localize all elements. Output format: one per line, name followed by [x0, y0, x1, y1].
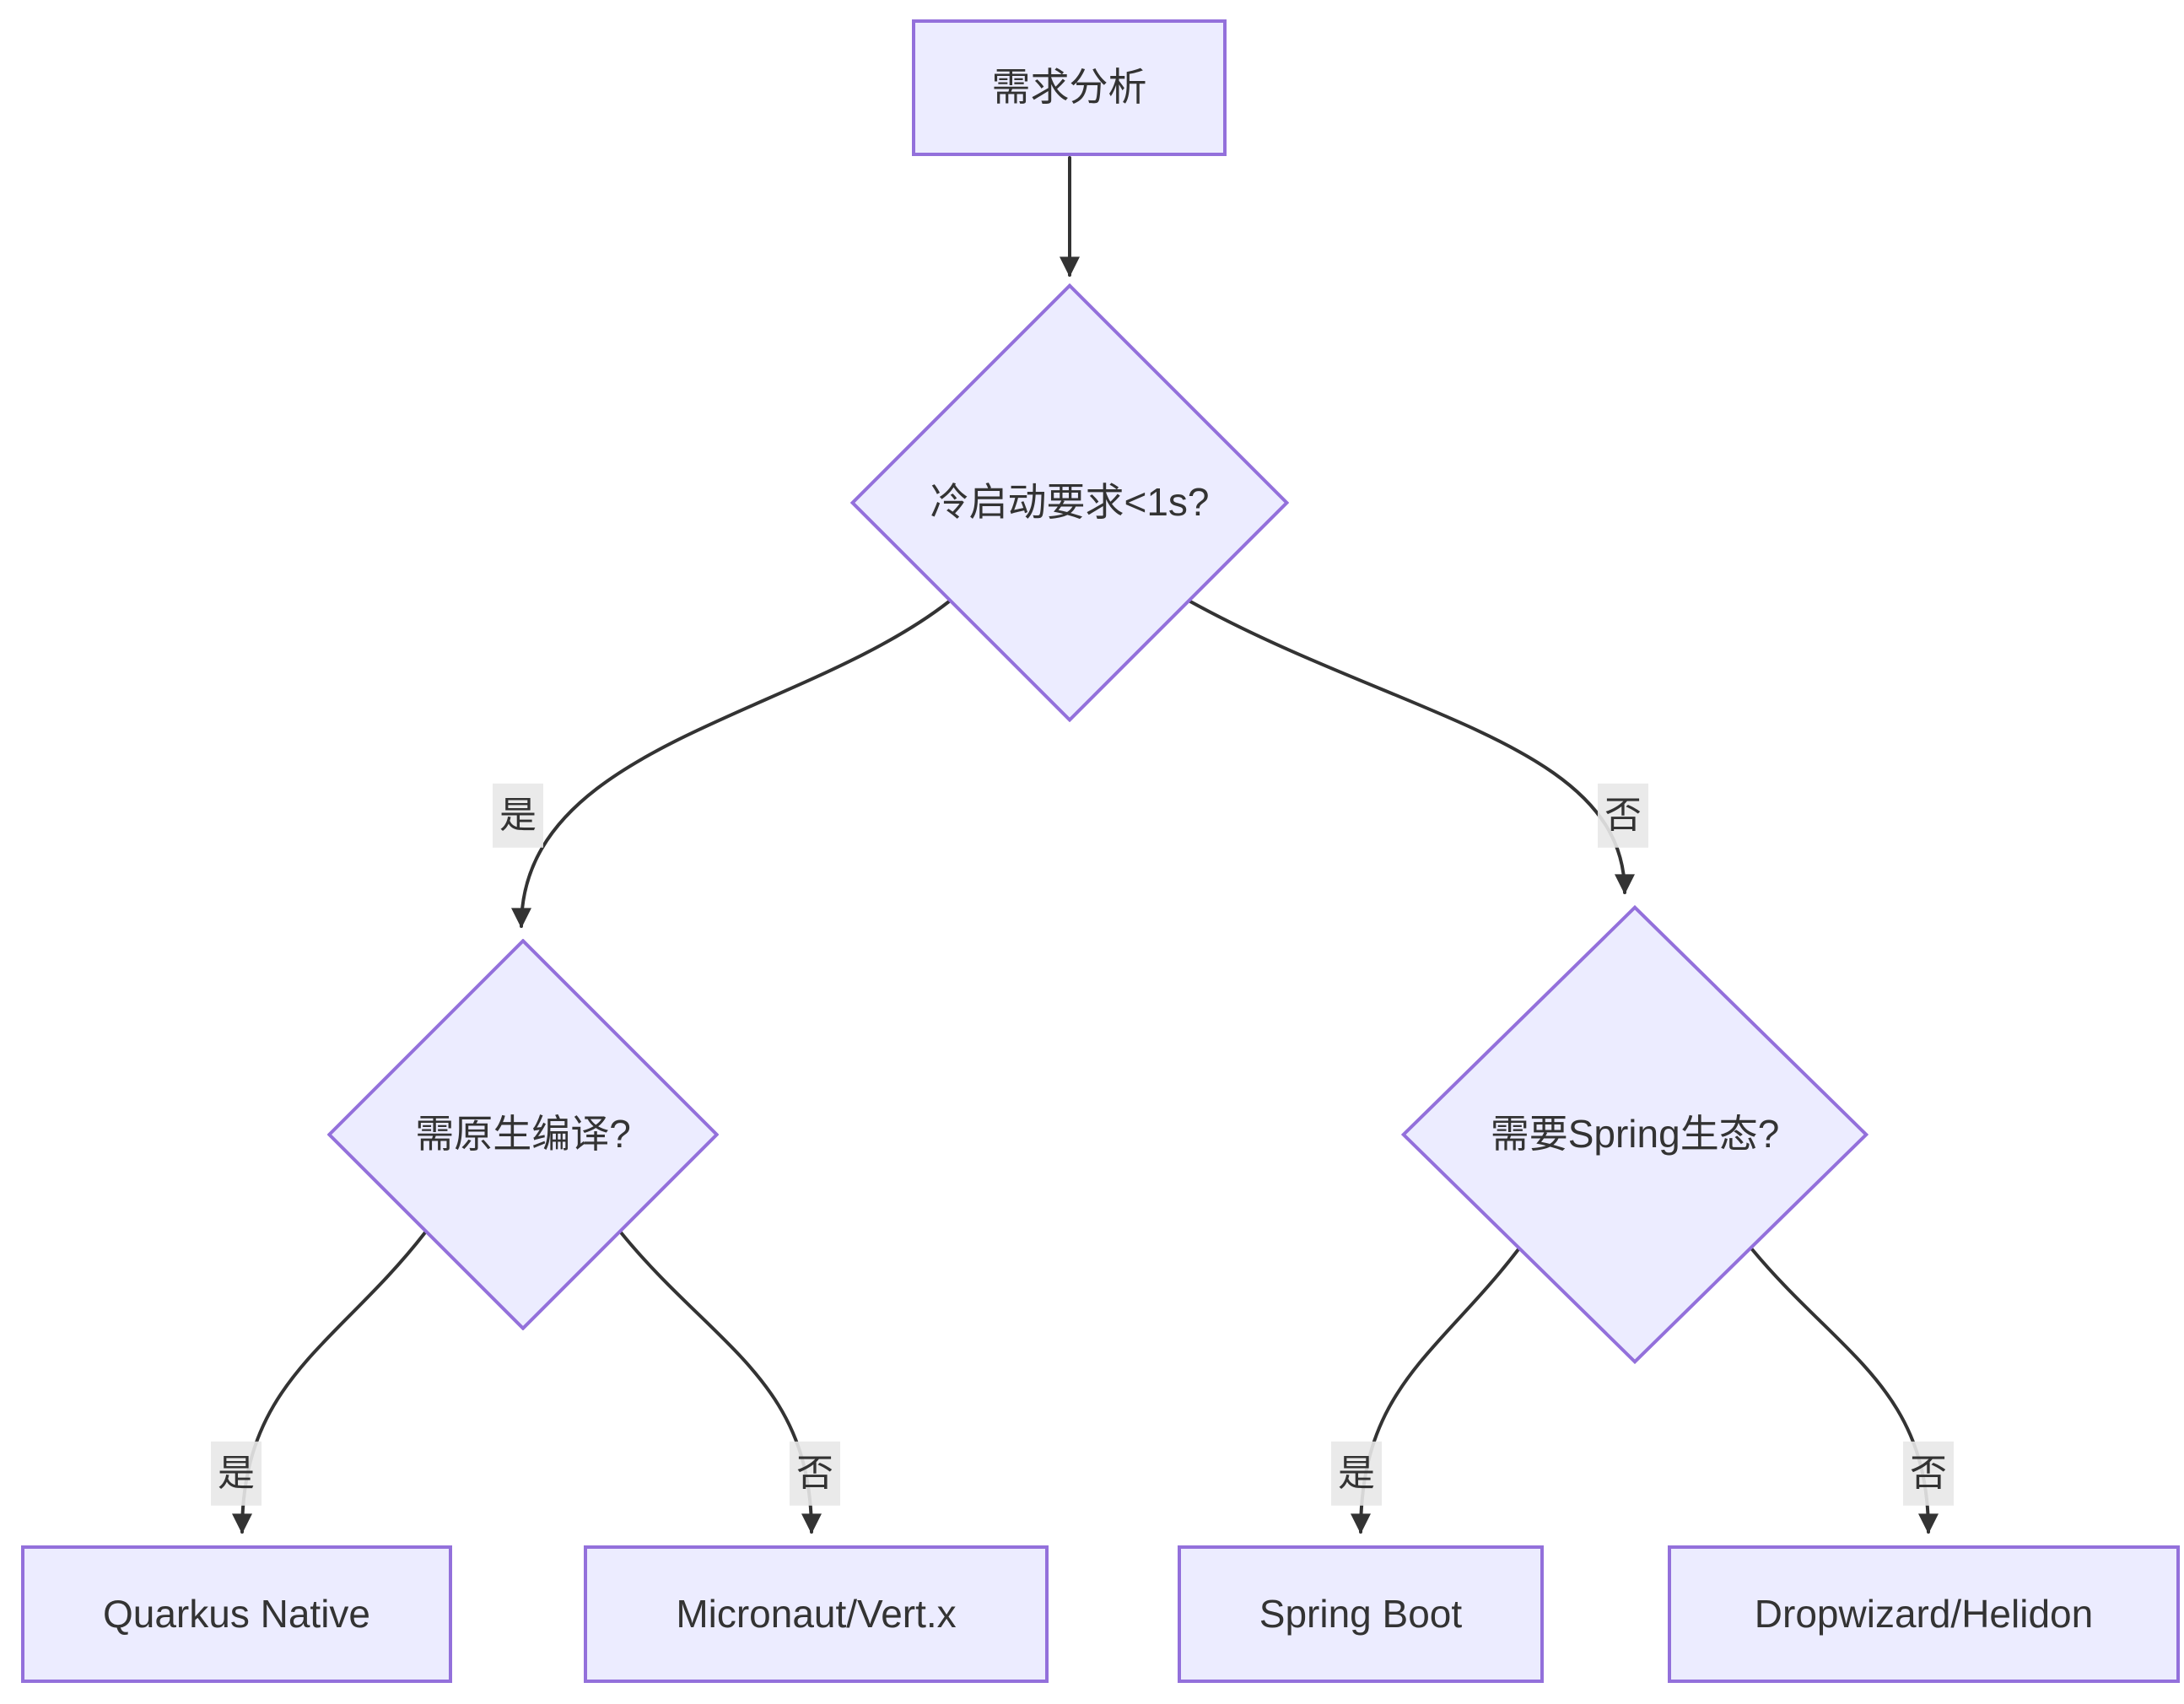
- node-quarkus-native: Quarkus Native: [21, 1545, 452, 1683]
- edge-label-yes-coldstart: 是: [493, 783, 543, 849]
- edge-label-no-springeco: 否: [1903, 1441, 1954, 1507]
- node-label: Dropwizard/Helidon: [1754, 1591, 2094, 1636]
- node-dropwizard-helidon: Dropwizard/Helidon: [1668, 1545, 2180, 1683]
- node-label: Micronaut/Vert.x: [676, 1591, 957, 1636]
- node-requirement-analysis: 需求分析: [912, 19, 1227, 156]
- edge-coldstart-yes-to-native: [511, 600, 951, 929]
- node-label: 需原生编译?: [415, 1112, 631, 1157]
- edge-label-yes-native: 是: [211, 1441, 262, 1507]
- edge-label-no-native: 否: [790, 1441, 840, 1507]
- node-label: Quarkus Native: [102, 1591, 370, 1636]
- decision-cold-start-under-1s: 冷启动要求<1s?: [850, 283, 1289, 722]
- decision-spring-ecosystem: 需要Spring生态?: [1401, 905, 1869, 1364]
- decision-native-compilation: 需原生编译?: [327, 939, 719, 1330]
- edge-label-no-coldstart: 否: [1598, 783, 1648, 849]
- node-label: 需要Spring生态?: [1490, 1112, 1780, 1157]
- diamond-shape: [1401, 905, 1869, 1364]
- node-label: 需求分析: [991, 65, 1147, 110]
- edge-label-yes-springeco: 是: [1331, 1441, 1382, 1507]
- node-micronaut-vertx: Micronaut/Vert.x: [584, 1545, 1049, 1683]
- diamond-shape: [850, 283, 1289, 722]
- node-spring-boot: Spring Boot: [1178, 1545, 1544, 1683]
- diamond-shape: [327, 939, 719, 1330]
- node-label: 冷启动要求<1s?: [930, 480, 1210, 525]
- node-label: Spring Boot: [1259, 1591, 1463, 1636]
